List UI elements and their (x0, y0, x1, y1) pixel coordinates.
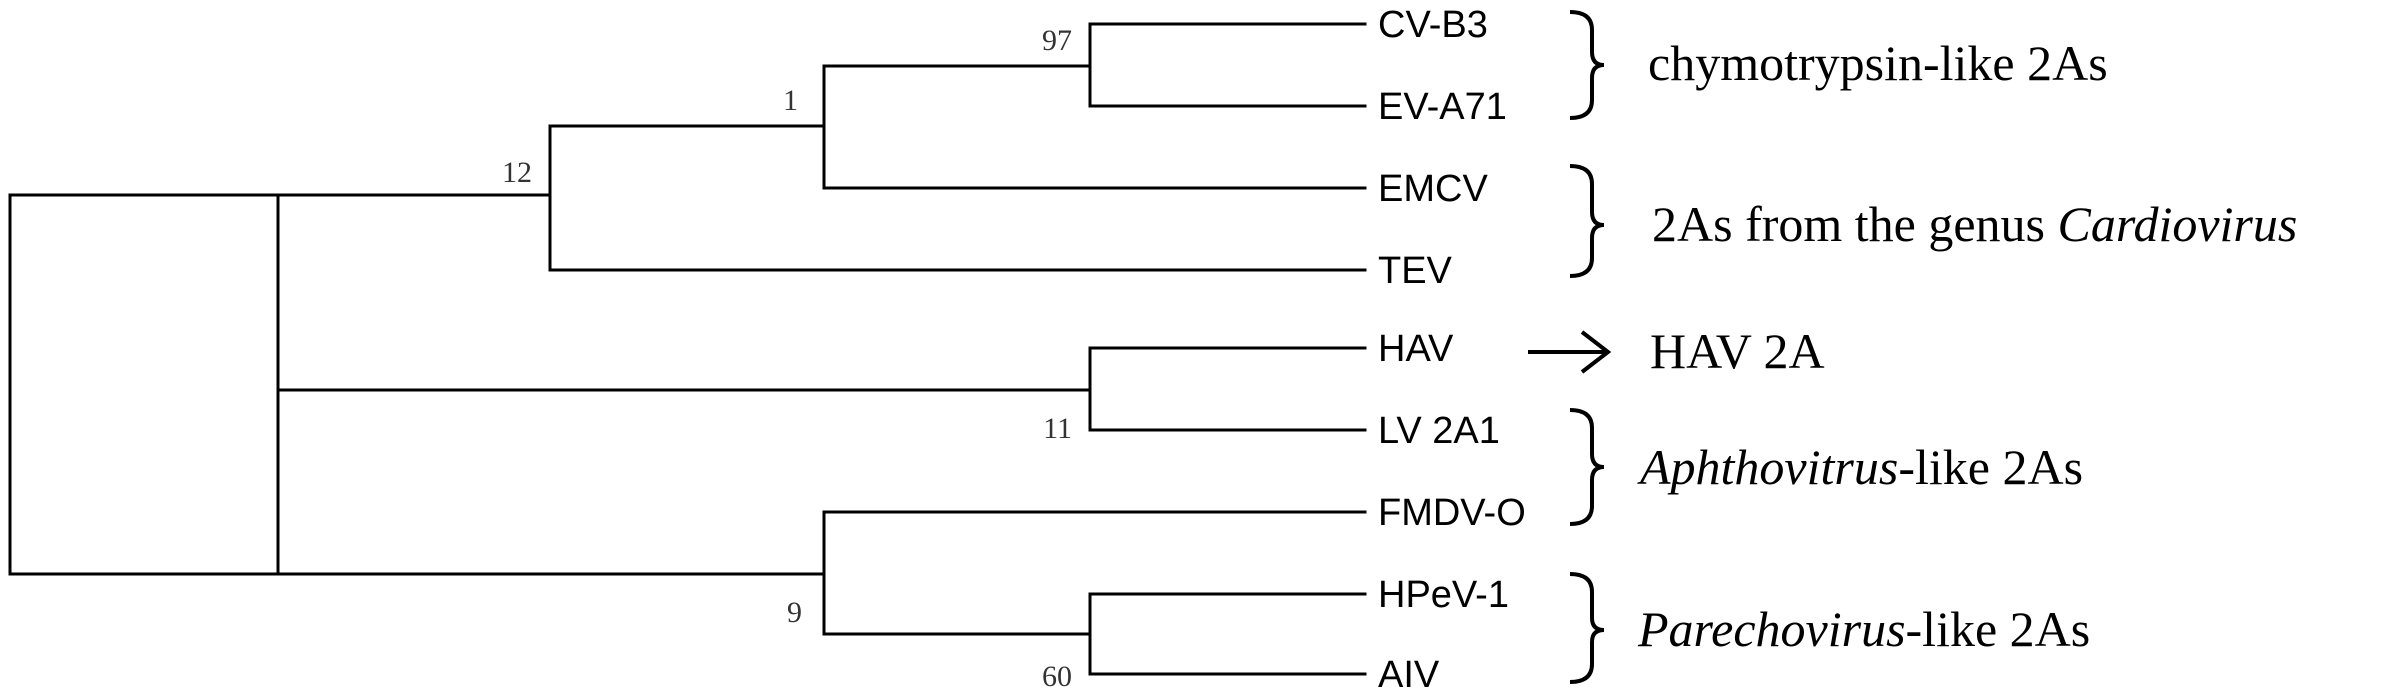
branch-root (8, 193, 826, 576)
group-labels: chymotrypsin-like 2As 2As from the genus… (1637, 35, 2297, 657)
taxon-label: HPeV-1 (1378, 574, 1509, 616)
taxon-label: AIV (1378, 654, 1440, 693)
group-label-cardiovirus: 2As from the genus Cardiovirus (1652, 196, 2297, 252)
branch-node-1 (548, 64, 1367, 190)
taxon-label: LV 2A1 (1378, 410, 1500, 452)
tree-branches (8, 22, 1367, 676)
group-label-aphthovirus: Aphthovitrus-like 2As (1637, 439, 2083, 495)
taxon-label: EMCV (1378, 168, 1488, 210)
bootstrap-value: 60 (1042, 660, 1072, 693)
group-brackets (1569, 10, 1605, 684)
arrow-icon (1528, 330, 1612, 374)
group-label-hav: HAV 2A (1650, 323, 1825, 379)
bootstrap-value: 1 (783, 84, 798, 117)
taxon-label: HAV (1378, 328, 1454, 370)
group-label-chymotrypsin: chymotrypsin-like 2As (1648, 35, 2108, 91)
bootstrap-value: 97 (1042, 24, 1072, 57)
taxon-labels: CV-B3 EV-A71 EMCV TEV HAV LV 2A1 FMDV-O … (1378, 4, 1526, 693)
branch-node-11 (1088, 346, 1367, 432)
bracket-cardiovirus (1569, 164, 1605, 278)
branch-node-97 (1088, 22, 1367, 108)
branch-node-9 (822, 510, 1367, 636)
taxon-label: CV-B3 (1378, 4, 1488, 46)
bracket-parechovirus (1569, 572, 1605, 684)
taxon-label: FMDV-O (1378, 492, 1526, 534)
branch-node-12 (548, 124, 1367, 272)
branch-node-60 (1088, 592, 1367, 676)
group-label-parechovirus: Parechovirus-like 2As (1637, 601, 2090, 657)
bootstrap-value: 9 (787, 596, 802, 629)
bootstrap-value: 12 (502, 156, 532, 189)
bootstrap-value: 11 (1043, 412, 1072, 445)
bracket-aphthovirus (1569, 408, 1605, 526)
branch-top-clade (276, 193, 1092, 392)
bootstrap-values: 97 1 12 11 9 60 (502, 24, 1072, 693)
taxon-label: TEV (1378, 250, 1453, 292)
taxon-label: EV-A71 (1378, 86, 1507, 128)
bracket-chymotrypsin (1569, 10, 1605, 120)
